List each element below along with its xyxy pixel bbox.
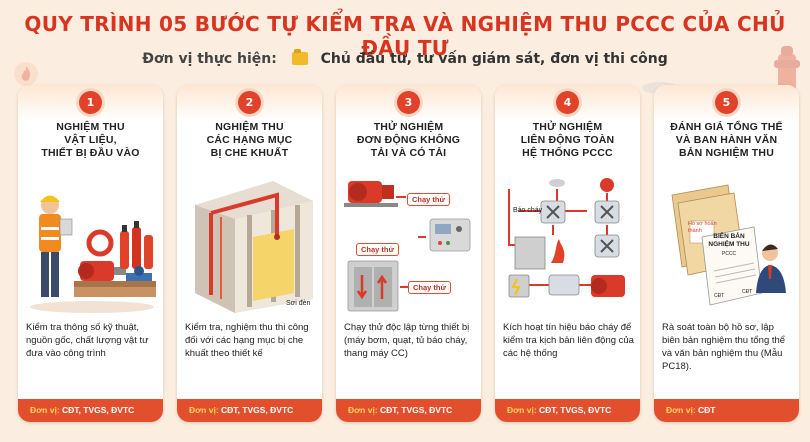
footer-label: Đơn vị: <box>189 405 219 415</box>
step-description-1: Kiểm tra thông số kỹ thuật, nguồn gốc, c… <box>26 322 149 359</box>
step-number-3: 3 <box>397 91 420 114</box>
step-description-5: Rà soát toàn bộ hồ sơ, lập biên bản nghi… <box>662 322 786 372</box>
system-interlock-diagram-illustration <box>508 178 625 298</box>
step-title-3: THỬ NGHIỆM ĐƠN ĐỘNG KHÔNG TẢI VÀ CÓ TẢI <box>342 121 475 160</box>
document-label-pccc: PCCC <box>722 251 737 257</box>
footer-value: CĐT, TVGS, ĐVTC <box>380 405 453 415</box>
step-title-line: CÁC HẠNG MỤC <box>206 134 293 146</box>
step-title-line: HỆ THỐNG PCCC <box>522 147 613 159</box>
fire-alarm-label: Báo cháy <box>513 207 543 214</box>
steps-container: 1 NGHIỆM THU VẬT LIỆU, THIẾT BỊ ĐẦU VÀO <box>18 85 799 425</box>
step-title-line: VẬT LIỆU, <box>64 134 117 146</box>
step-number-4: 4 <box>556 91 579 114</box>
illustration-label: Sơi đèn <box>286 300 311 307</box>
step-title-4: THỬ NGHIỆM LIÊN ĐỘNG TOÀN HỆ THỐNG PCCC <box>501 121 634 160</box>
acceptance-documents-illustration <box>671 184 786 306</box>
step-card-4: 4 THỬ NGHIỆM LIÊN ĐỘNG TOÀN HỆ THỐNG PCC… <box>495 85 640 422</box>
step-title-line: THỬ NGHIỆM <box>532 121 603 133</box>
step-footer-4: Đơn vị: CĐT, TVGS, ĐVTC <box>495 399 640 422</box>
step-title-line: THIẾT BỊ ĐẦU VÀO <box>41 147 140 159</box>
hidden-wall-pipes-illustration <box>195 181 313 313</box>
page-title: QUY TRÌNH 05 BƯỚC TỰ KIỂM TRA VÀ NGHIỆM … <box>24 12 786 60</box>
step-title-line: ĐƠN ĐỘNG KHÔNG <box>356 134 461 146</box>
document-label-cdt: CĐT <box>714 293 725 299</box>
footer-label: Đơn vị: <box>507 405 537 415</box>
step-description-3: Chạy thử độc lập từng thiết bị (máy bơm,… <box>344 322 470 359</box>
step-number-1: 1 <box>79 91 102 114</box>
document-label-cdt: CĐT <box>742 289 753 295</box>
step-footer-1: Đơn vị: CĐT, TVGS, ĐVTC <box>18 399 163 422</box>
step-title-line: ĐÁNH GIÁ TỔNG THỂ <box>670 121 783 133</box>
step-description-2: Kiểm tra, nghiệm thu thi công đối với cá… <box>185 322 309 359</box>
step-title-line: NGHIỆM THU <box>215 121 284 133</box>
step-title-5: ĐÁNH GIÁ TỔNG THỂ VÀ BAN HÀNH VĂN BẢN NG… <box>660 121 793 160</box>
footer-value: CĐT, TVGS, ĐVTC <box>62 405 135 415</box>
step-card-1: 1 NGHIỆM THU VẬT LIỆU, THIẾT BỊ ĐẦU VÀO <box>18 85 163 422</box>
test-run-tag: Chạy thử <box>407 193 450 206</box>
footer-label: Đơn vị: <box>666 405 696 415</box>
step-title-line: BẢN NGHIỆM THU <box>679 147 774 159</box>
step-card-3: 3 THỬ NGHIỆM ĐƠN ĐỘNG KHÔNG TẢI VÀ CÓ TẢ… <box>336 85 481 422</box>
subtitle-value: Chủ đầu tư, tư vấn giám sát, đơn vị thi … <box>320 51 668 67</box>
step-number-5: 5 <box>715 91 738 114</box>
step-title-line: NGHIỆM THU <box>56 121 125 133</box>
worker-inspecting-equipment-illustration <box>30 195 156 313</box>
test-run-tag: Chạy thử <box>408 281 451 294</box>
folder-icon <box>291 49 308 65</box>
step-title-line: BỊ CHE KHUẤT <box>210 147 289 159</box>
step-card-2: 2 NGHIỆM THU CÁC HẠNG MỤC BỊ CHE KHUẤT S… <box>177 85 322 422</box>
step-title-line: VÀ BAN HÀNH VĂN <box>675 134 778 146</box>
footer-value: CĐT, TVGS, ĐVTC <box>539 405 612 415</box>
footer-label: Đơn vị: <box>30 405 60 415</box>
step-number-2: 2 <box>238 91 261 114</box>
step-title-2: NGHIỆM THU CÁC HẠNG MỤC BỊ CHE KHUẤT <box>183 121 316 160</box>
step-card-5: 5 ĐÁNH GIÁ TỔNG THỂ VÀ BAN HÀNH VĂN BẢN … <box>654 85 799 422</box>
footer-label: Đơn vị: <box>348 405 378 415</box>
step-footer-5: Đơn vị: CĐT <box>654 399 799 422</box>
fire-extinguisher-decoration-icon <box>14 62 38 86</box>
step-description-4: Kích hoạt tín hiệu báo cháy để kiểm tra … <box>503 322 634 359</box>
document-label-folder: Hồ sơ hoàn thành <box>688 221 717 234</box>
subtitle-label: Đơn vị thực hiện: <box>142 51 277 67</box>
footer-value: CĐT <box>698 405 716 415</box>
document-label-report: BIÊN BẢN NGHIỆM THU <box>708 233 750 248</box>
step-title-line: THỬ NGHIỆM <box>373 121 444 133</box>
test-run-tag: Chạy thử <box>356 243 399 256</box>
step-title-1: NGHIỆM THU VẬT LIỆU, THIẾT BỊ ĐẦU VÀO <box>24 121 157 160</box>
step-title-line: LIÊN ĐỘNG TOÀN <box>520 134 615 146</box>
step-footer-3: Đơn vị: CĐT, TVGS, ĐVTC <box>336 399 481 422</box>
footer-value: CĐT, TVGS, ĐVTC <box>221 405 294 415</box>
step-footer-2: Đơn vị: CĐT, TVGS, ĐVTC <box>177 399 322 422</box>
device-testing-illustration <box>344 181 471 312</box>
subtitle: Đơn vị thực hiện: Chủ đầu tư, tư vấn giá… <box>0 49 810 67</box>
step-title-line: TẢI VÀ CÓ TẢI <box>370 147 447 159</box>
